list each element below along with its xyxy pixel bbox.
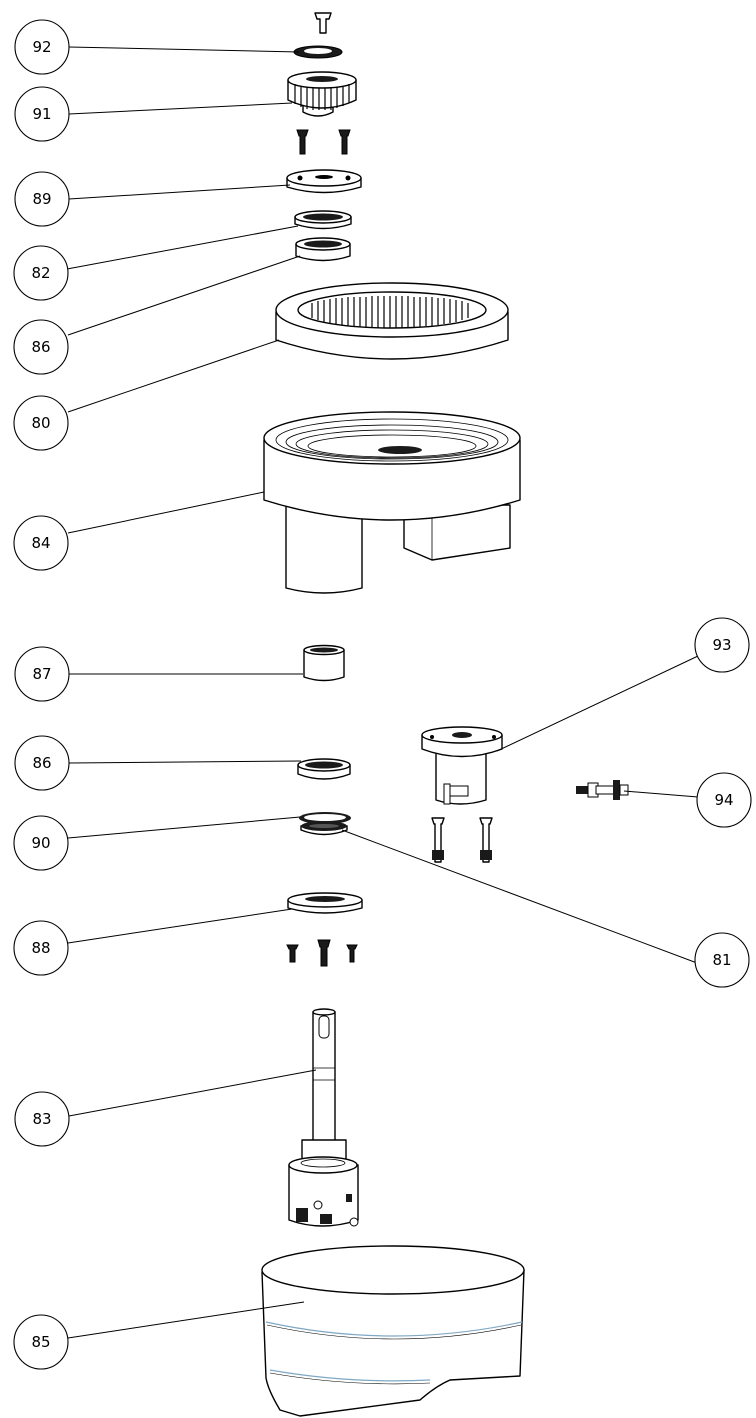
part-92-screw bbox=[293, 12, 343, 59]
part-screw-pair-upper bbox=[296, 129, 351, 155]
part-87-sleeve bbox=[303, 644, 345, 682]
callout-81: 81 bbox=[694, 932, 750, 988]
callout-80: 80 bbox=[13, 395, 69, 451]
callout-88: 88 bbox=[13, 920, 69, 976]
svg-text:86: 86 bbox=[31, 338, 50, 356]
leader-85 bbox=[67, 1301, 305, 1339]
svg-text:85: 85 bbox=[31, 1333, 50, 1351]
part-83-shaft bbox=[288, 1008, 359, 1227]
part-94-pin bbox=[576, 780, 629, 800]
part-91-gear bbox=[287, 71, 357, 117]
callout-82: 82 bbox=[13, 245, 69, 301]
leader-lines bbox=[66, 46, 699, 1339]
leader-93 bbox=[496, 655, 699, 752]
part-84-housing bbox=[263, 411, 521, 594]
part-82-ring bbox=[294, 210, 352, 230]
leader-84 bbox=[67, 491, 265, 534]
callout-94: 94 bbox=[696, 772, 752, 828]
svg-text:93: 93 bbox=[712, 636, 731, 654]
leader-86a bbox=[67, 255, 301, 336]
callout-84: 84 bbox=[13, 515, 69, 571]
leader-86b bbox=[68, 760, 302, 764]
part-90-o-ring bbox=[299, 812, 351, 824]
svg-text:92: 92 bbox=[32, 38, 51, 56]
part-88-flange bbox=[287, 892, 363, 914]
leader-88 bbox=[67, 908, 293, 944]
leader-80 bbox=[67, 339, 280, 413]
leader-83 bbox=[68, 1069, 317, 1117]
svg-text:86: 86 bbox=[32, 754, 51, 772]
svg-text:81: 81 bbox=[712, 951, 731, 969]
callout-87: 87 bbox=[14, 646, 70, 702]
svg-text:84: 84 bbox=[31, 534, 50, 552]
leader-82 bbox=[66, 225, 299, 270]
callout-90: 90 bbox=[13, 815, 69, 871]
callout-89: 89 bbox=[14, 171, 70, 227]
svg-text:91: 91 bbox=[32, 105, 51, 123]
svg-text:82: 82 bbox=[31, 264, 50, 282]
leader-91 bbox=[68, 102, 293, 115]
part-80-ring-gear bbox=[275, 282, 509, 360]
callout-92: 92 bbox=[14, 19, 70, 75]
part-screw-trio-lower bbox=[286, 939, 358, 967]
leader-94 bbox=[623, 790, 699, 798]
part-85-cup bbox=[261, 1245, 525, 1417]
callout-91: 91 bbox=[14, 86, 70, 142]
svg-text:88: 88 bbox=[31, 939, 50, 957]
part-86-bearing-lower bbox=[297, 758, 351, 780]
part-89-plate bbox=[286, 169, 362, 194]
svg-text:90: 90 bbox=[31, 834, 50, 852]
leader-81 bbox=[341, 829, 698, 964]
svg-text:94: 94 bbox=[714, 791, 733, 809]
svg-text:87: 87 bbox=[32, 665, 51, 683]
callout-93: 93 bbox=[694, 617, 750, 673]
part-81-seal bbox=[300, 821, 348, 836]
svg-text:89: 89 bbox=[32, 190, 51, 208]
part-86-bearing-upper bbox=[295, 237, 351, 262]
callout-85: 85 bbox=[13, 1314, 69, 1370]
callout-86-upper: 86 bbox=[13, 319, 69, 375]
callout-balloons: 92 91 89 82 86 80 84 87 bbox=[13, 19, 752, 1370]
part-93-adapter bbox=[421, 726, 503, 863]
callout-83: 83 bbox=[14, 1091, 70, 1147]
leader-92 bbox=[68, 46, 300, 53]
leader-89 bbox=[68, 184, 291, 200]
leader-90 bbox=[67, 816, 301, 839]
callout-86-lower: 86 bbox=[14, 735, 70, 791]
svg-text:83: 83 bbox=[32, 1110, 51, 1128]
svg-text:80: 80 bbox=[31, 414, 50, 432]
